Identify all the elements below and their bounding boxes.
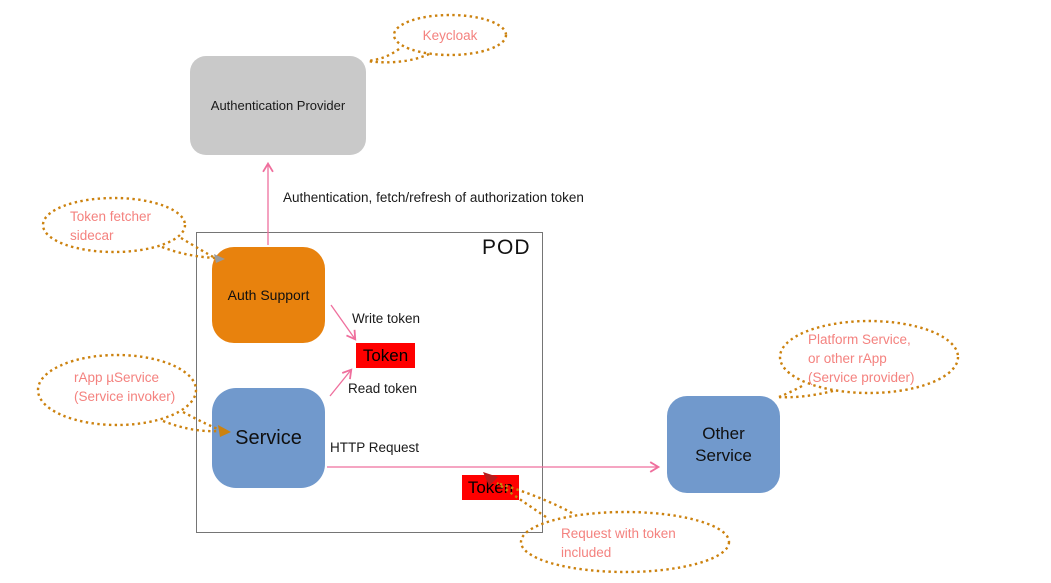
request-token-annotation: Request with token included [561,526,676,560]
auth-flow-label: Authentication, fetch/refresh of authori… [283,190,584,205]
token-file-badge: Token [356,343,415,368]
rapp-microservice-annotation: rApp µService (Service invoker) [74,370,176,404]
other-service-node: Other Service [667,396,780,493]
pod-label: POD [482,236,531,259]
token-request-badge: Token [462,475,519,500]
platform-service-annotation: Platform Service, or other rApp (Service… [808,332,915,385]
authentication-provider-node: Authentication Provider [190,56,366,155]
write-token-label: Write token [352,311,421,326]
token-fetcher-annotation: Token fetcher sidecar [70,209,152,243]
http-request-label: HTTP Request [330,440,420,455]
read-token-label: Read token [348,381,418,396]
keycloak-annotation: Keycloak [422,28,478,43]
service-node: Service [212,388,325,488]
auth-support-node: Auth Support [212,247,325,343]
